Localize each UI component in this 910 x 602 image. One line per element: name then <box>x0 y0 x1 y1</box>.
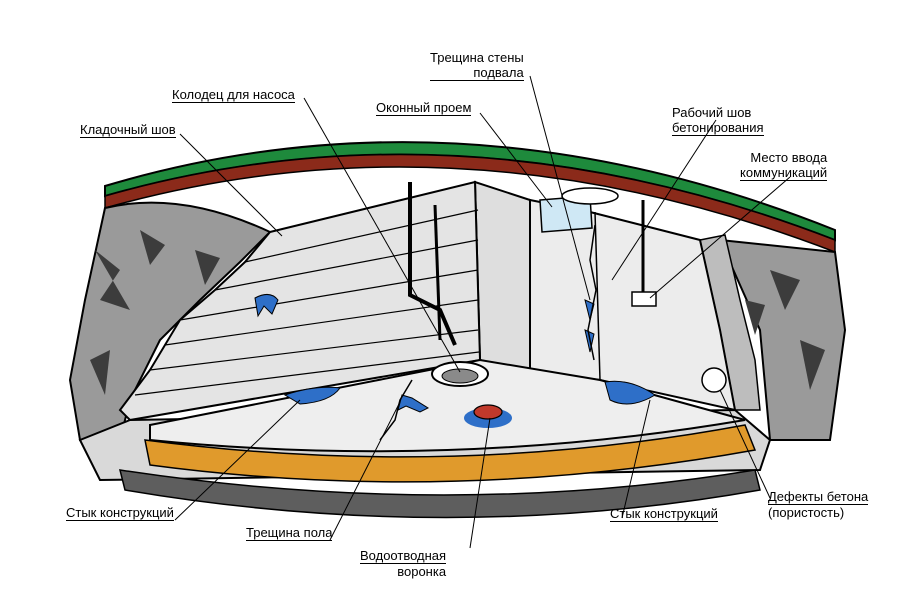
label-pump-well: Колодец для насоса <box>172 87 295 103</box>
utility-entry-text-1: Место ввода <box>750 150 828 165</box>
gravel-layer <box>118 469 761 519</box>
block-wall <box>118 180 482 422</box>
label-masonry-joint: Кладочный шов <box>80 122 176 138</box>
leader-lines <box>174 75 791 549</box>
back-wall-center <box>473 180 531 374</box>
rock-crack-left-1 <box>95 250 130 310</box>
floor-crack-text: Трещина пола <box>246 525 333 541</box>
rock-crack-left-2 <box>140 230 165 265</box>
vertical-pipe-right <box>433 204 442 341</box>
rock-crack-right-2 <box>800 340 825 390</box>
block-courses <box>134 209 480 396</box>
label-drain-funnel: Водоотводная воронка <box>360 548 447 579</box>
label-cold-joint: Рабочий шов бетонирования <box>672 105 764 136</box>
utility-entry-fitting <box>631 291 657 307</box>
rock-crack-left-3 <box>90 350 110 395</box>
floor-crack <box>379 379 413 441</box>
drain-funnel-text-2: воронка <box>397 564 447 579</box>
wall-crack-text-2: подвала <box>430 65 524 81</box>
water-leak-masonry <box>254 294 279 318</box>
rock-crack-right-1 <box>770 270 800 310</box>
concrete-defects-text-1: Дефекты бетона <box>768 489 869 505</box>
drain-funnel-text-1: Водоотводная <box>360 548 447 564</box>
rock-right <box>718 238 847 441</box>
label-concrete-defects: Дефекты бетона (пористость) <box>768 489 869 520</box>
rock-crack-right-3 <box>745 300 765 335</box>
window-well-rim <box>561 187 619 205</box>
utility-entry-text-2: коммуникаций <box>740 165 828 181</box>
cold-joint-text-2: бетонирования <box>672 120 764 136</box>
label-floor-crack: Трещина пола <box>246 525 333 541</box>
sand-layer <box>144 424 757 483</box>
pump-well-inner <box>441 368 479 384</box>
water-leak-joint-right <box>604 380 656 405</box>
water-leak-joint-left <box>283 386 341 405</box>
cold-joint-line <box>594 211 601 381</box>
label-structure-joint-left: Стык конструкций <box>66 505 174 521</box>
pump-well-text: Колодец для насоса <box>172 87 295 103</box>
rock-crack-left-4 <box>195 250 220 285</box>
floor-slab <box>149 358 746 453</box>
wall-crack <box>587 224 597 361</box>
window-opening-text: Оконный проем <box>376 100 472 116</box>
porosity-patch <box>701 367 727 393</box>
label-wall-crack: Трещина стены подвала <box>430 50 524 81</box>
wall-crack-text-1: Трещина стены <box>430 50 524 65</box>
label-window-opening: Оконный проем <box>376 100 472 116</box>
label-utility-entry: Место ввода коммуникаций <box>740 150 828 181</box>
concrete-defects-text-2: (пористость) <box>768 505 845 520</box>
masonry-joint-text: Кладочный шов <box>80 122 176 138</box>
label-structure-joint-right: Стык конструкций <box>610 506 718 522</box>
pump-pipe <box>408 182 457 346</box>
drain-funnel-grate <box>473 404 503 420</box>
cold-joint-text-1: Рабочий шов <box>672 105 752 120</box>
structure-joint-right-text: Стык конструкций <box>610 506 718 522</box>
structure-joint-left-text: Стык конструкций <box>66 505 174 521</box>
